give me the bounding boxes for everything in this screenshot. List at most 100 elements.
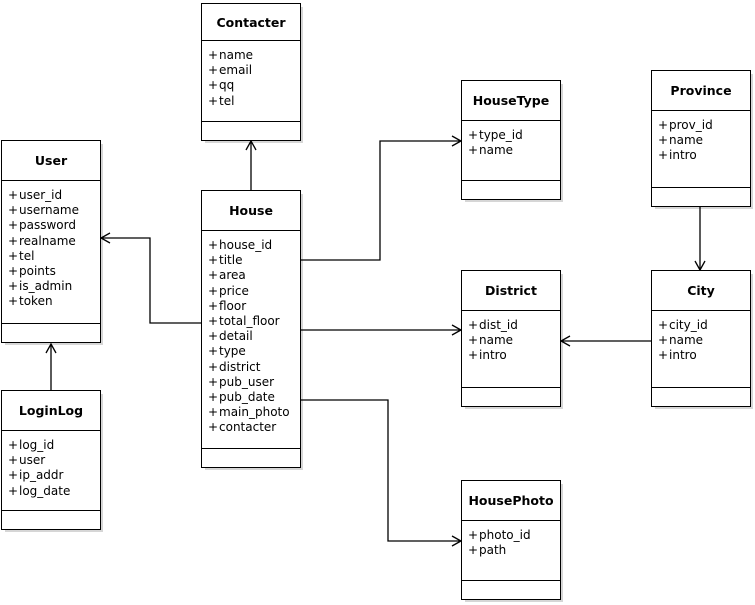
class-box-city[interactable]: City+city_id+name+intro	[651, 270, 751, 407]
attribute-row: +title	[208, 253, 300, 268]
visibility-marker: +	[208, 374, 219, 389]
visibility-marker: +	[208, 344, 219, 359]
visibility-marker: +	[208, 298, 219, 313]
connector-province-to-city[interactable]	[694, 207, 706, 272]
operations-compartment-city	[652, 388, 750, 406]
visibility-marker: +	[208, 238, 219, 252]
attribute-name: photo_id	[479, 528, 531, 542]
attribute-name: dist_id	[479, 318, 518, 332]
attribute-row: +photo_id	[468, 528, 560, 543]
attribute-row: +username	[8, 203, 100, 218]
attribute-name: name	[219, 48, 254, 62]
attribute-name: pub_user	[219, 374, 275, 389]
attribute-row: +name	[468, 143, 560, 158]
class-box-housetype[interactable]: HouseType+type_id+name	[461, 80, 561, 200]
attribute-row: +detail	[208, 329, 300, 344]
attribute-name: price	[219, 283, 249, 298]
attribute-name: pub_date	[219, 390, 275, 405]
class-box-district[interactable]: District+dist_id+name+intro	[461, 270, 561, 407]
connector-house-to-contacter[interactable]	[245, 139, 257, 190]
attribute-row: +realname	[8, 234, 100, 249]
visibility-marker: +	[208, 253, 219, 268]
attribute-name: detail	[219, 329, 253, 344]
attribute-row: +floor	[208, 299, 300, 314]
visibility-marker: +	[8, 468, 19, 483]
attribute-name: type	[219, 344, 246, 359]
attribute-name: password	[19, 218, 76, 233]
class-box-house[interactable]: House+house_id+title+area+price+floor+to…	[201, 190, 301, 468]
connector-house-to-housetype[interactable]	[301, 135, 463, 261]
attribute-name: title	[219, 253, 243, 268]
attribute-row: +points	[8, 264, 100, 279]
attribute-name: token	[19, 294, 53, 309]
attribute-row: +total_floor	[208, 314, 300, 329]
class-box-user[interactable]: User+user_id+username+password+realname+…	[1, 140, 101, 343]
visibility-marker: +	[468, 318, 479, 332]
visibility-marker: +	[468, 143, 479, 158]
arrowhead-icon	[451, 324, 463, 336]
attributes-compartment-loginlog: +log_id+user+ip_addr+log_date	[2, 431, 100, 511]
attribute-name: district	[219, 359, 261, 374]
attribute-name: city_id	[669, 318, 708, 332]
arrowhead-icon	[451, 135, 463, 147]
attribute-row: +log_date	[8, 484, 100, 499]
visibility-marker: +	[8, 279, 19, 294]
visibility-marker: +	[468, 128, 479, 142]
attribute-row: +name	[658, 333, 750, 348]
arrowhead-icon	[451, 535, 463, 547]
class-name-housephoto: HousePhoto	[462, 481, 560, 521]
attribute-row: +house_id	[208, 238, 300, 253]
attribute-name: intro	[669, 148, 697, 163]
attribute-name: area	[219, 268, 246, 283]
class-name-contacter: Contacter	[202, 4, 300, 41]
attribute-row: +pub_user	[208, 375, 300, 390]
attribute-name: intro	[669, 348, 697, 363]
attribute-row: +email	[208, 63, 300, 78]
attribute-name: name	[669, 333, 704, 348]
attribute-name: prov_id	[669, 118, 713, 132]
visibility-marker: +	[208, 78, 219, 93]
attribute-row: +tel	[8, 249, 100, 264]
attribute-row: +contacter	[208, 420, 300, 435]
attributes-compartment-housephoto: +photo_id+path	[462, 521, 560, 581]
attribute-row: +prov_id	[658, 118, 750, 133]
attribute-name: tel	[219, 93, 235, 108]
visibility-marker: +	[658, 118, 669, 132]
attribute-name: contacter	[219, 420, 277, 435]
attribute-row: +user_id	[8, 188, 100, 203]
visibility-marker: +	[208, 93, 219, 108]
class-name-district: District	[462, 271, 560, 311]
attribute-name: realname	[19, 233, 76, 248]
connector-loginlog-to-user[interactable]	[45, 342, 57, 390]
attribute-row: +name	[208, 48, 300, 63]
attribute-name: house_id	[219, 238, 273, 252]
connector-house-to-user[interactable]	[99, 232, 201, 324]
operations-compartment-housephoto	[462, 581, 560, 599]
visibility-marker: +	[8, 233, 19, 248]
attributes-compartment-housetype: +type_id+name	[462, 121, 560, 181]
connector-city-to-district[interactable]	[559, 335, 651, 347]
visibility-marker: +	[8, 483, 19, 498]
attribute-row: +type	[208, 344, 300, 359]
class-box-province[interactable]: Province+prov_id+name+intro	[651, 70, 751, 207]
connector-house-to-housephoto[interactable]	[301, 399, 463, 547]
attributes-compartment-city: +city_id+name+intro	[652, 311, 750, 388]
class-box-loginlog[interactable]: LoginLog+log_id+user+ip_addr+log_date	[1, 390, 101, 530]
connector-house-to-district[interactable]	[301, 324, 463, 336]
arrowhead-icon	[559, 335, 571, 347]
attribute-row: +tel	[208, 94, 300, 109]
attribute-row: +log_id	[8, 438, 100, 453]
class-name-user: User	[2, 141, 100, 181]
visibility-marker: +	[208, 405, 219, 420]
attributes-compartment-province: +prov_id+name+intro	[652, 111, 750, 188]
attribute-name: is_admin	[19, 279, 73, 294]
connector-line	[301, 399, 461, 542]
class-box-contacter[interactable]: Contacter+name+email+qq+tel	[201, 3, 301, 141]
class-box-housephoto[interactable]: HousePhoto+photo_id+path	[461, 480, 561, 600]
attribute-row: +token	[8, 294, 100, 309]
visibility-marker: +	[658, 318, 669, 332]
connector-line	[101, 237, 201, 324]
attribute-name: path	[479, 543, 507, 558]
visibility-marker: +	[658, 348, 669, 363]
